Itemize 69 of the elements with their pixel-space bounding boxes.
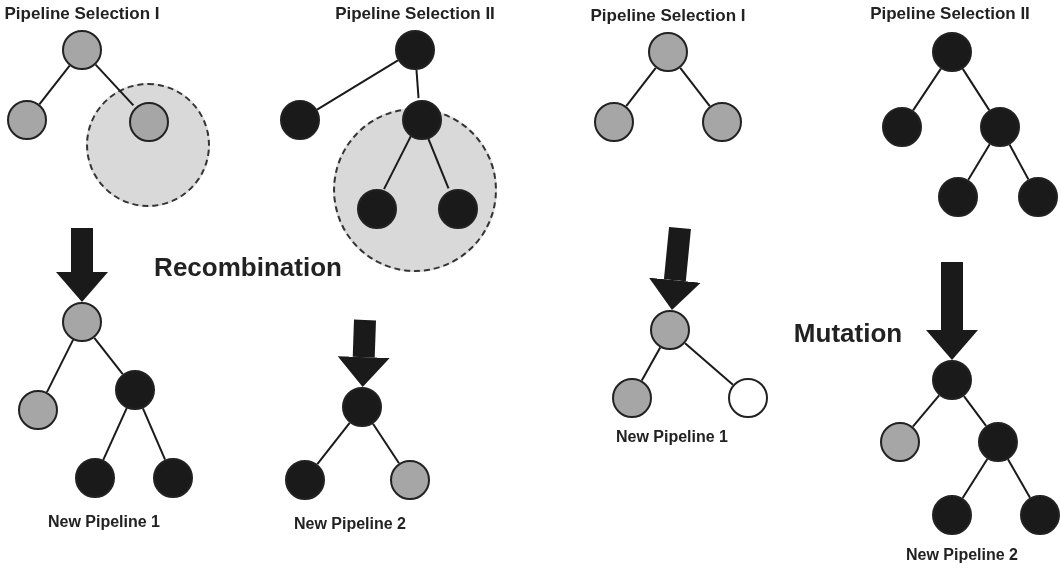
tree-branch-line xyxy=(961,457,989,500)
tree-branch-line xyxy=(1006,458,1032,499)
tree-branch-line xyxy=(625,66,657,108)
tree-node-circle xyxy=(1018,177,1058,217)
tree-branch-line xyxy=(383,134,412,191)
tree-branch-line xyxy=(640,346,662,382)
tree-branch-line xyxy=(961,67,991,112)
tree-branch-line xyxy=(93,336,124,376)
tree-node-circle xyxy=(1020,495,1060,535)
tree-node-circle xyxy=(395,30,435,70)
tree-branch-line xyxy=(679,66,711,108)
tree-node-circle xyxy=(7,100,47,140)
tree-branch-line xyxy=(1008,143,1030,181)
tree-node-circle xyxy=(932,360,972,400)
tree-title: Pipeline Selection I xyxy=(590,6,746,26)
tree-branch-line xyxy=(684,342,734,386)
tree-branch-line xyxy=(372,422,400,465)
tree-node-circle xyxy=(115,370,155,410)
tree-node-circle xyxy=(650,310,690,350)
tree-node-circle xyxy=(62,302,102,342)
result-label: New Pipeline 2 xyxy=(294,515,406,533)
tree-node-circle xyxy=(153,458,193,498)
result-label: New Pipeline 2 xyxy=(906,546,1018,564)
tree-node-circle xyxy=(390,460,430,500)
tree-node-circle xyxy=(612,378,652,418)
tree-node-circle xyxy=(357,189,397,229)
tree-title: Pipeline Selection I xyxy=(4,4,160,24)
block-arrow xyxy=(926,262,978,360)
tree-branch-line xyxy=(94,63,135,107)
operation-label: Recombination xyxy=(154,252,342,283)
tree-node-circle xyxy=(438,189,478,229)
tree-branch-line xyxy=(316,59,399,111)
tree-node-circle xyxy=(129,102,169,142)
tree-node-circle xyxy=(342,387,382,427)
tree-node-circle xyxy=(978,422,1018,462)
tree-node-circle xyxy=(402,100,442,140)
tree-title: Pipeline Selection II xyxy=(335,4,495,24)
tree-node-circle xyxy=(702,102,742,142)
tree-branch-line xyxy=(912,67,942,112)
tree-branch-line xyxy=(962,395,988,427)
tree-node-circle xyxy=(932,32,972,72)
tree-branch-line xyxy=(911,394,941,428)
tree-node-circle xyxy=(648,32,688,72)
tree-node-circle xyxy=(280,100,320,140)
operation-label: Mutation xyxy=(793,318,903,349)
tree-branch-line xyxy=(45,338,75,394)
block-arrow xyxy=(337,319,390,387)
result-label: New Pipeline 1 xyxy=(616,428,728,446)
tree-node-circle xyxy=(882,107,922,147)
result-label: New Pipeline 1 xyxy=(48,513,160,531)
tree-branch-line xyxy=(102,407,128,461)
tree-node-circle xyxy=(728,378,768,418)
block-arrow xyxy=(649,226,701,311)
block-arrow xyxy=(56,228,108,302)
tree-node-circle xyxy=(938,177,978,217)
tree-branch-line xyxy=(316,421,351,466)
tree-branch-line xyxy=(967,143,991,181)
tree-branch-line xyxy=(141,407,167,461)
tree-node-circle xyxy=(285,460,325,500)
tree-node-circle xyxy=(980,107,1020,147)
tree-title: Pipeline Selection II xyxy=(870,4,1030,24)
tree-node-circle xyxy=(18,390,58,430)
tree-node-circle xyxy=(594,102,634,142)
tree-node-circle xyxy=(75,458,115,498)
tree-node-circle xyxy=(880,422,920,462)
tree-branch-line xyxy=(38,64,71,106)
tree-node-circle xyxy=(62,30,102,70)
tree-node-circle xyxy=(932,495,972,535)
tree-branch-line xyxy=(415,68,420,100)
